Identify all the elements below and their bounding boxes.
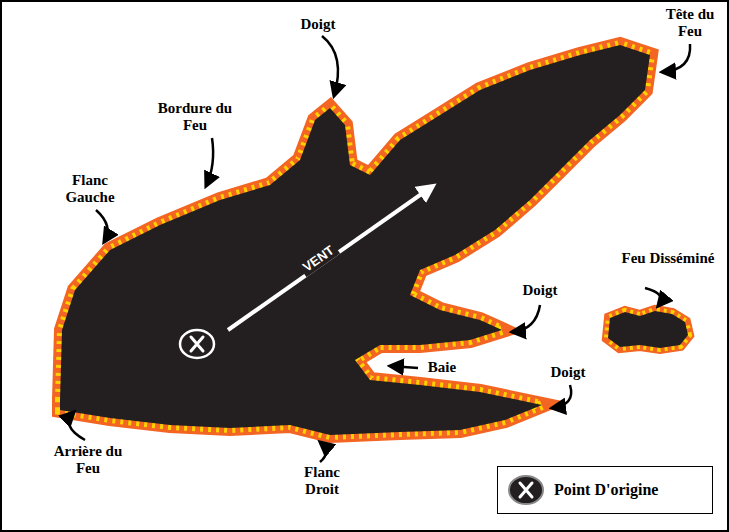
- callout-arrow: [69, 412, 85, 440]
- head-label: Tête du Feu: [660, 6, 720, 40]
- finger-label: Doigt: [505, 282, 575, 299]
- origin-circle: [180, 330, 214, 358]
- callout-arrow: [390, 366, 418, 368]
- callout-arrow: [552, 385, 571, 408]
- spot-fire-edge: [608, 311, 688, 348]
- flank-label: Flanc Droit: [287, 464, 357, 498]
- origin-symbol: [504, 472, 548, 508]
- rear-label: Arrière du Feu: [48, 443, 128, 477]
- edge-label: Bordure du Feu: [155, 100, 235, 134]
- callout-arrow: [662, 44, 690, 72]
- wind-arrow: [228, 188, 430, 330]
- spot-fire-label: Feu Disséminé: [618, 250, 718, 267]
- callout-arrows: [69, 36, 690, 462]
- burned-fill: [60, 45, 650, 435]
- callout-arrow: [96, 210, 108, 242]
- fire-edge: [60, 45, 650, 435]
- origin-cross: [191, 337, 203, 351]
- wind-line: [228, 188, 430, 330]
- finger-label: Doigt: [283, 16, 353, 33]
- spot-fire: [608, 311, 688, 348]
- callout-arrow: [206, 138, 213, 186]
- fire-flames: [60, 45, 650, 435]
- spot-fire-flames: [608, 311, 688, 348]
- finger-label: Doigt: [533, 364, 603, 381]
- origin-cross: [520, 483, 532, 497]
- origin-symbol: [180, 330, 214, 358]
- callout-arrow: [322, 36, 338, 96]
- bay-label: Baie: [417, 359, 467, 376]
- flank-label: Flanc Gauche: [55, 172, 125, 206]
- burned-area: [60, 45, 650, 435]
- origin-circle: [509, 476, 543, 504]
- callout-arrow: [645, 288, 661, 306]
- callout-arrow: [320, 442, 326, 462]
- legend-text: Point D'origine: [554, 481, 658, 499]
- spot-fire-fill: [608, 311, 688, 348]
- callout-arrow: [512, 305, 540, 332]
- legend-box: Point D'origine: [497, 466, 713, 514]
